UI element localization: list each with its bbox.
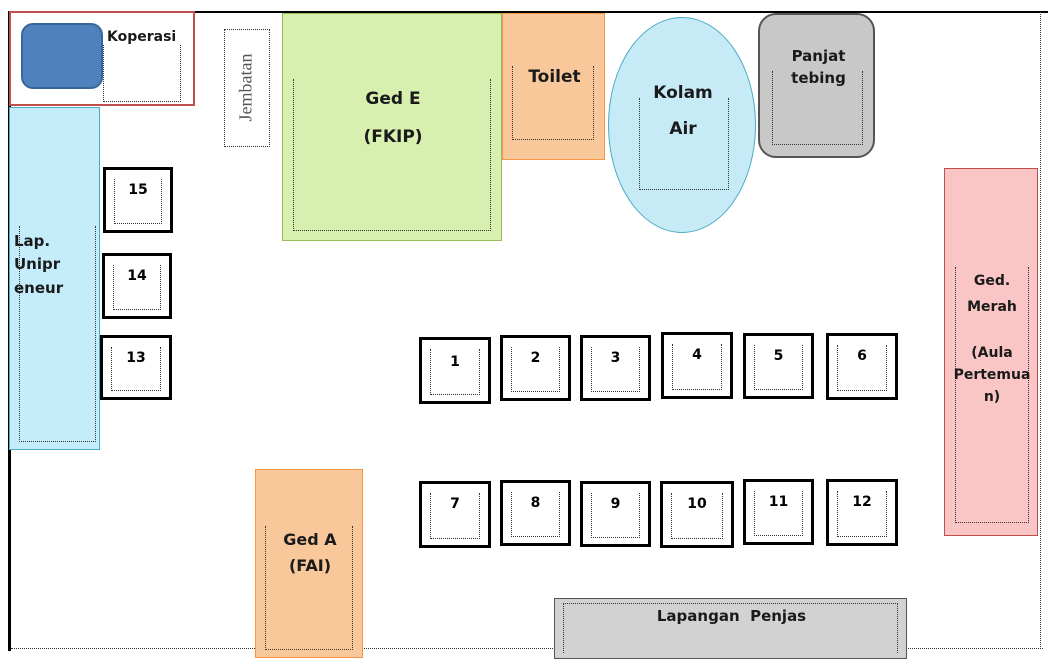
room-7[interactable]: 7 (419, 481, 491, 548)
room-number: 7 (450, 496, 460, 512)
room-2[interactable]: 2 (500, 335, 571, 401)
compound-boundary-bottom (11, 648, 1043, 649)
ged-merah-label-line4: Pertemua (953, 367, 1031, 383)
compound-boundary-top (8, 11, 1048, 13)
room-13[interactable]: 13 (100, 335, 172, 400)
room-8[interactable]: 8 (500, 480, 571, 546)
room-dotted-outline (591, 347, 640, 392)
room-dotted-outline (754, 491, 803, 536)
room-dotted-outline (430, 493, 480, 539)
kolam-air-pond[interactable]: Kolam Air (608, 17, 756, 233)
toilet-dotted-outline (512, 66, 594, 140)
room-dotted-outline (511, 347, 560, 392)
room-1[interactable]: 1 (419, 337, 491, 404)
lap-unipreneur-label-line3: eneur (14, 279, 64, 297)
ged-a-dotted-outline (265, 526, 353, 650)
lap-unipreneur-field[interactable]: Lap. Unipr eneur (9, 107, 100, 450)
room-dotted-outline (113, 265, 161, 310)
ged-a-fai-building[interactable]: Ged A (FAI) (255, 469, 363, 658)
room-14[interactable]: 14 (102, 253, 172, 319)
room-number: 15 (128, 182, 148, 198)
room-dotted-outline (511, 492, 560, 537)
room-dotted-outline (672, 344, 722, 390)
room-number: 5 (773, 348, 784, 364)
room-number: 3 (610, 350, 621, 366)
room-dotted-outline (837, 491, 887, 537)
room-dotted-outline (591, 493, 640, 538)
lapangan-penjas-label: Lapangan Penjas (656, 607, 807, 625)
room-number: 9 (610, 496, 621, 512)
room-number: 6 (857, 348, 867, 364)
room-number: 1 (450, 354, 460, 370)
koperasi-building[interactable]: Koperasi (9, 11, 195, 106)
koperasi-label: Koperasi (107, 29, 177, 45)
koperasi-blue-block (21, 23, 103, 89)
room-number: 13 (126, 350, 146, 366)
room-12[interactable]: 12 (826, 479, 898, 546)
room-15[interactable]: 15 (103, 167, 173, 233)
lap-unipreneur-label-line1: Lap. (14, 232, 51, 250)
room-number: 11 (768, 494, 789, 510)
room-number: 2 (530, 350, 541, 366)
room-10[interactable]: 10 (660, 481, 734, 548)
ged-merah-dotted-outline (955, 267, 1029, 523)
room-6[interactable]: 6 (826, 333, 898, 400)
room-3[interactable]: 3 (580, 335, 651, 401)
ged-merah-building[interactable]: Ged. Merah (Aula Pertemua n) (944, 168, 1038, 536)
jembatan-dotted-outline (224, 29, 270, 147)
room-dotted-outline (111, 347, 161, 391)
ged-merah-label-line3: (Aula (971, 345, 1013, 361)
jembatan-label: Jembatan (235, 53, 256, 122)
toilet-building[interactable]: Toilet (502, 13, 605, 160)
room-number: 8 (530, 495, 541, 511)
panjat-dotted-outline (772, 71, 863, 145)
koperasi-dotted-outline (103, 45, 181, 102)
ged-e-label-line1: Ged E (365, 89, 421, 109)
room-4[interactable]: 4 (661, 332, 733, 399)
lap-unipreneur-dotted-outline (19, 226, 96, 442)
room-dotted-outline (671, 493, 723, 539)
room-dotted-outline (114, 179, 162, 224)
room-dotted-outline (837, 345, 887, 391)
room-11[interactable]: 11 (743, 479, 814, 545)
penjas-dotted-outline (563, 603, 898, 653)
lapangan-penjas-field[interactable]: Lapangan Penjas (554, 598, 907, 659)
ged-merah-label-line5: n) (983, 389, 1001, 405)
lap-unipreneur-label-line2: Unipr (14, 255, 61, 273)
panjat-label-line1: Panjat (791, 47, 846, 65)
kolam-dotted-outline (639, 98, 729, 190)
room-number: 14 (127, 268, 147, 284)
panjat-tebing-wall[interactable]: Panjat tebing (758, 13, 875, 158)
toilet-label: Toilet (528, 67, 581, 87)
room-dotted-outline (430, 349, 480, 395)
room-5[interactable]: 5 (743, 333, 814, 399)
ged-e-fkip-building[interactable]: Ged E (FKIP) (282, 13, 502, 241)
ged-e-label-line2: (FKIP) (363, 127, 423, 147)
room-number: 10 (687, 496, 707, 512)
ged-merah-label-line2: Merah (967, 299, 1017, 315)
room-number: 4 (692, 347, 702, 363)
panjat-label-line2: tebing (791, 69, 846, 87)
jembatan-bridge[interactable]: Jembatan (220, 29, 272, 147)
compound-boundary-right (1040, 12, 1041, 649)
ged-a-label-line2: (FAI) (288, 556, 332, 575)
room-dotted-outline (754, 345, 803, 390)
ged-merah-label-line1: Ged. (973, 273, 1011, 289)
ged-e-dotted-outline (293, 79, 491, 231)
kolam-label-line2: Air (669, 119, 697, 139)
kolam-label-line1: Kolam (653, 83, 713, 103)
room-number: 12 (852, 494, 872, 510)
room-9[interactable]: 9 (580, 481, 651, 547)
ged-a-label-line1: Ged A (283, 530, 337, 549)
